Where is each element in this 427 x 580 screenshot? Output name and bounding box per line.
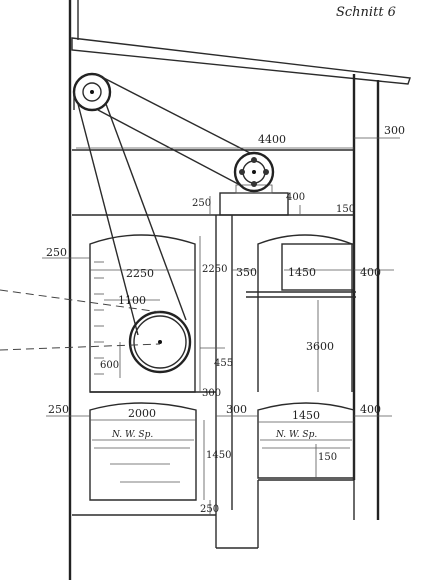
upper-right-chamber [246,234,356,392]
water-level-label-left: N. W. Sp. [111,430,153,440]
dim-250-bottom: 250 [200,504,219,515]
main-wheel [128,310,192,374]
dim-250-left-upper: 250 [46,246,67,259]
left-wall [68,0,79,580]
dim-4400: 4400 [258,133,286,146]
top-pulley [72,72,112,112]
dim-2000: 2000 [128,407,156,420]
dim-455: 455 [214,358,233,369]
machine-floor-slab [72,149,354,216]
dim-300-mid: 300 [202,388,221,399]
roof-slab [71,37,411,85]
dim-250-left-lower: 250 [48,403,69,416]
scale-ticks [94,261,104,375]
base-structure [72,215,354,549]
dim-2250-width: 2250 [126,267,154,280]
dim-300-between: 300 [226,403,247,416]
upper-left-chamber [89,234,216,393]
dim-1450-vertical: 1450 [206,450,231,461]
external-dashed-lines [0,289,161,351]
dim-250-upper: 250 [192,198,211,209]
dim-400-right-lower: 400 [360,403,381,416]
dim-350-mid: 350 [236,266,257,279]
drive-belts [77,73,251,336]
dimension-lines [42,137,400,515]
lower-right-tank [257,402,355,479]
dim-400-small: 400 [286,192,305,203]
dim-2250-height: 2250 [202,264,227,275]
dim-150-lower: 150 [318,452,337,463]
dim-1100: 1100 [118,294,146,307]
dim-3600: 3600 [306,340,334,353]
dim-1450-tank-top: 1450 [288,266,316,279]
motor-wheel [233,151,275,193]
dim-600: 600 [100,360,119,371]
lower-left-tank [89,402,197,501]
sheet-title: Schnitt 6 [336,5,396,20]
dim-300-top: 300 [384,124,405,137]
dim-150-small: 150 [336,204,355,215]
dim-1450-right: 1450 [292,409,320,422]
water-level-label-right: N. W. Sp. [275,430,317,440]
dim-400-right-upper: 400 [360,266,381,279]
